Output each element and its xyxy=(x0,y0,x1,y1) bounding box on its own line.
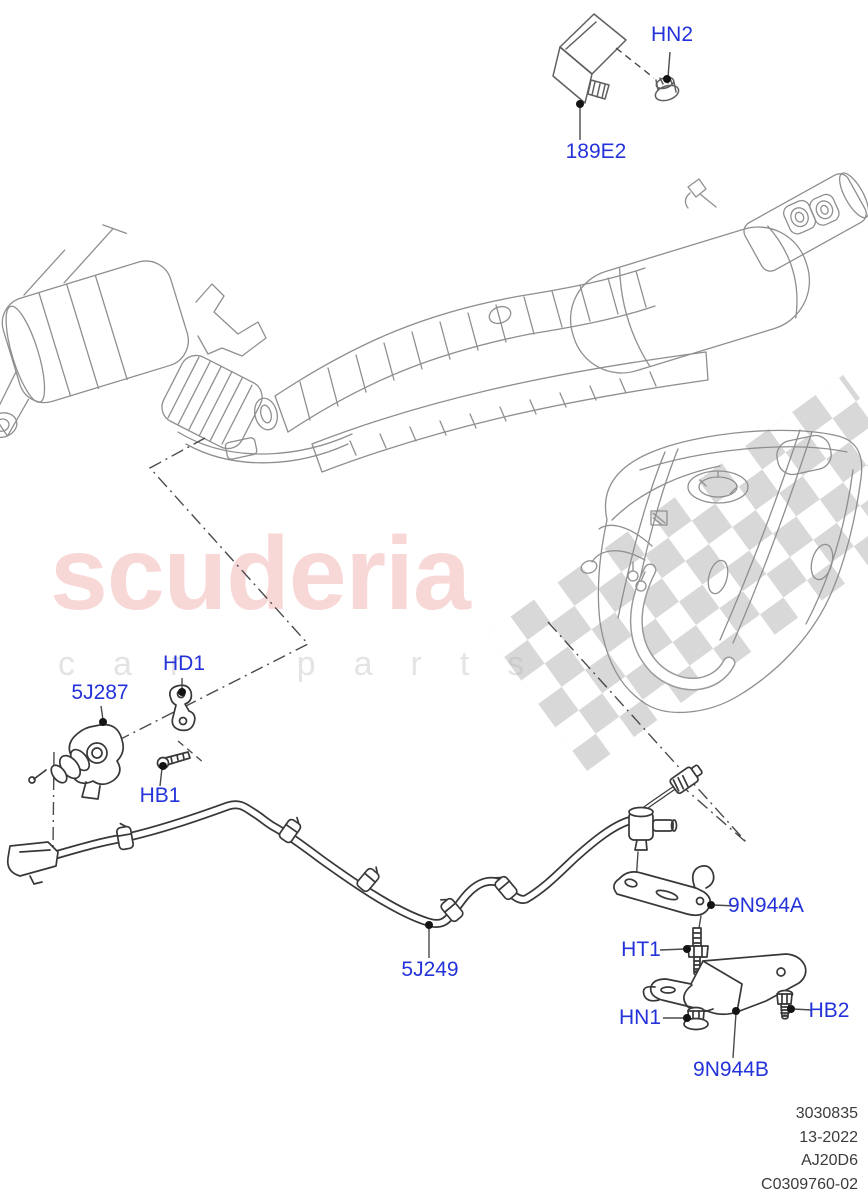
callout-hd1[interactable]: HD1 xyxy=(162,652,206,675)
fuel-line-5j249-drawing xyxy=(6,800,637,929)
drawing-reference-block: 3030835 13-2022 AJ20D6 C0309760-02 xyxy=(761,1102,858,1196)
bracket-9n944a-drawing xyxy=(613,865,715,929)
callout-5j287[interactable]: 5J287 xyxy=(71,681,129,704)
callout-hb1[interactable]: HB1 xyxy=(139,784,181,807)
callout-hn2[interactable]: HN2 xyxy=(650,23,694,46)
bolt-hb2-drawing xyxy=(776,989,794,1020)
watermark-brand: scuderia xyxy=(50,516,471,632)
exhaust-pipe-muffler-drawing xyxy=(274,172,868,473)
engine-code: AJ20D6 xyxy=(801,1152,858,1169)
drawing-number: 3030835 xyxy=(795,1105,858,1122)
sensor-ht1-drawing xyxy=(687,927,709,976)
callout-hb2[interactable]: HB2 xyxy=(808,999,850,1022)
valve-5j287-drawing xyxy=(28,723,125,800)
section-divider-lines xyxy=(52,47,748,851)
callout-ht1[interactable]: HT1 xyxy=(621,938,661,961)
callout-9n944b[interactable]: 9N944B xyxy=(693,1058,769,1081)
fuel-tank-drawing xyxy=(580,429,863,713)
nut-hn1-drawing xyxy=(683,1006,709,1031)
module-189e2-drawing xyxy=(552,13,627,104)
watermark-subtitle: car parts xyxy=(58,645,563,683)
callout-hn1[interactable]: HN1 xyxy=(618,1006,662,1029)
exhaust-front-assembly-drawing xyxy=(0,224,353,464)
callout-leader-lines xyxy=(99,51,813,1059)
line-injector-drawing xyxy=(628,764,703,883)
bracket-9n944b-drawing xyxy=(642,953,807,1016)
callout-9n944a[interactable]: 9N944A xyxy=(728,894,804,917)
drawing-date: 13-2022 xyxy=(799,1128,858,1146)
callout-189e2[interactable]: 189E2 xyxy=(565,140,627,163)
callout-5j249[interactable]: 5J249 xyxy=(401,958,459,981)
clamp-hd1-drawing xyxy=(169,684,196,732)
catalogue-code: C0309760-02 xyxy=(761,1175,858,1193)
